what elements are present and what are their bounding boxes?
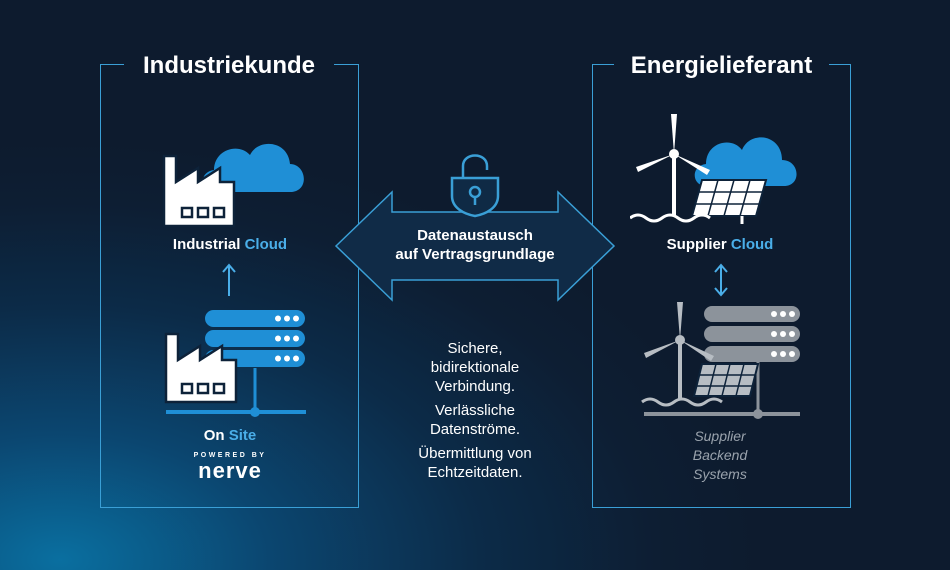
lock-icon: [450, 154, 500, 218]
industrial-cloud-icon: [162, 143, 304, 228]
supplier-backend-icon: [641, 302, 800, 419]
arrow-up-icon: [222, 263, 236, 296]
industriekunde-title: Industriekunde: [142, 52, 316, 79]
supplier-cloud-label: Supplier Cloud: [666, 236, 774, 253]
supplier-cloud-icon: [630, 114, 797, 224]
powered-by-text: POWERED BY: [193, 452, 267, 459]
industriekunde-panel: [100, 64, 359, 508]
feature-reliable-streams: Verlässliche Datenströme.: [429, 402, 521, 438]
data-exchange-arrow: [334, 190, 616, 302]
nerve-logo: nerve: [198, 458, 262, 483]
on-site-server-icon: [164, 310, 306, 417]
arrow-label: Datenaustausch auf Vertragsgrundlage: [395, 227, 555, 263]
energielieferant-title: Energielieferant: [630, 52, 813, 79]
on-site-label: On Site: [203, 427, 257, 444]
supplier-backend-label: Supplier Backend Systems: [692, 428, 748, 482]
bidirectional-arrow-icon: [714, 263, 728, 297]
feature-realtime-data: Übermittlung von Echtzeitdaten.: [418, 445, 532, 481]
feature-secure-connection: Sichere, bidirektionale Verbindung.: [430, 340, 520, 395]
industrial-cloud-label: Industrial Cloud: [172, 236, 288, 253]
energielieferant-panel: [592, 64, 851, 508]
